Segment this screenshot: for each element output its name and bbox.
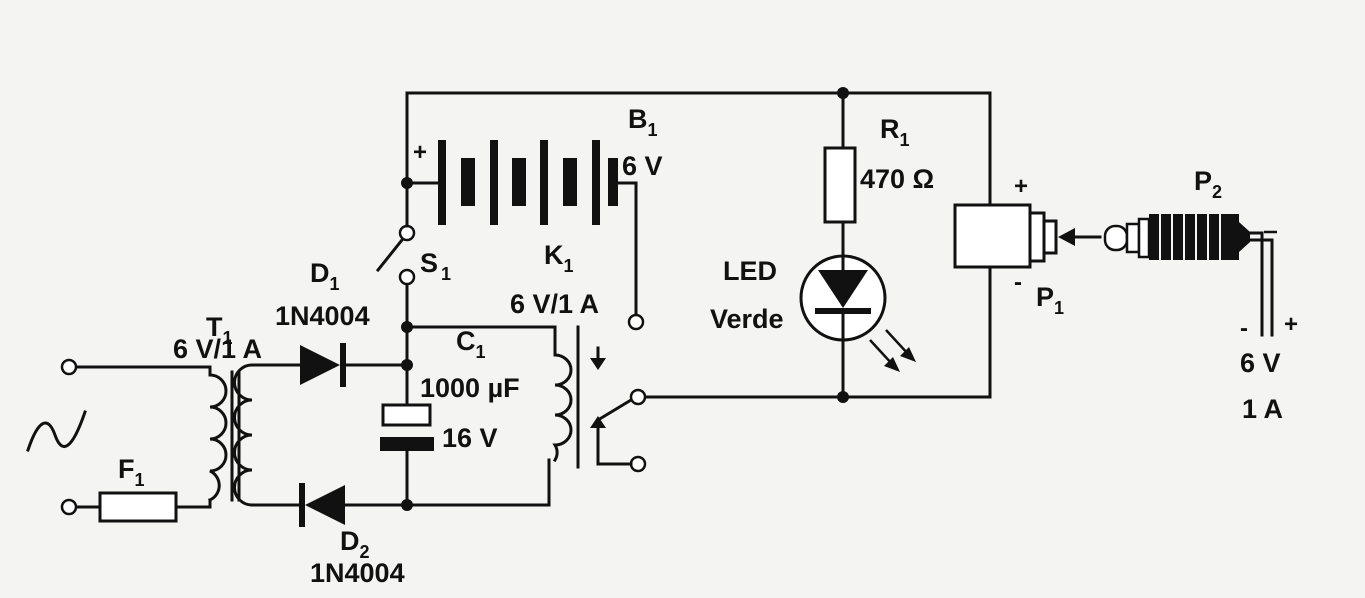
c1-voltage: 16 V — [442, 423, 498, 453]
svg-text:F1: F1 — [118, 454, 145, 490]
transformer-icon — [208, 373, 228, 502]
svg-text:P2: P2 — [1194, 166, 1222, 202]
p1-plus: + — [1014, 173, 1028, 200]
svg-text:C1: C1 — [456, 326, 486, 362]
plug-icon — [1103, 214, 1277, 337]
k1-rating: 6 V/1 A — [510, 289, 599, 319]
capacitor-c1: C1 1000 µF 16 V — [380, 326, 520, 453]
switch-icon — [375, 237, 405, 273]
diode-icon — [300, 345, 340, 385]
d2-part: 1N4004 — [310, 558, 405, 588]
svg-text:T1: T1 — [206, 312, 233, 348]
svg-text:S1: S1 — [420, 248, 451, 284]
resistor-r1: R1 470 Ω — [823, 114, 934, 224]
jack-icon — [953, 203, 1032, 269]
ac-terminal-bottom — [60, 498, 78, 516]
p2-voltage: 6 V — [1240, 348, 1281, 378]
battery-icon — [438, 140, 618, 225]
diode-d1: D1 1N4004 — [275, 258, 370, 387]
svg-text:R1: R1 — [880, 114, 910, 150]
p2-current: 1 A — [1242, 394, 1283, 424]
svg-text:D2: D2 — [340, 526, 370, 562]
plug-p2: P2 - + 6 V 1 A — [1103, 166, 1298, 424]
b1-rating: 6 V — [622, 151, 663, 181]
svg-text:K1: K1 — [544, 240, 574, 276]
battery-plus: + — [413, 139, 427, 166]
p2-plus: + — [1284, 311, 1298, 338]
ac-source-icon — [26, 410, 87, 452]
capacitor-icon — [381, 403, 432, 427]
svg-text:P1: P1 — [1036, 282, 1064, 318]
jack-p1: + - P1 — [953, 173, 1102, 318]
svg-text:D1: D1 — [310, 258, 340, 294]
led-label: LED — [723, 256, 777, 286]
led-green: LED Verde — [710, 253, 916, 372]
ac-terminal-top — [60, 358, 78, 376]
relay-k1: K1 6 V/1 A — [510, 240, 647, 473]
p1-minus: - — [1014, 269, 1022, 296]
c1-capacitance: 1000 µF — [420, 373, 520, 403]
resistor-icon — [823, 146, 857, 224]
diode-icon — [305, 485, 345, 525]
led-color: Verde — [710, 304, 784, 334]
t1-rating: 6 V/1 A — [173, 334, 262, 364]
ac-source — [26, 358, 87, 516]
diode-d2: D2 1N4004 — [299, 483, 405, 588]
fuse-icon — [98, 491, 178, 523]
battery-b1: + B1 6 V — [413, 104, 663, 225]
svg-text:B1: B1 — [628, 104, 658, 140]
junctions — [401, 87, 849, 511]
r1-resistance: 470 Ω — [860, 164, 934, 194]
relay-icon — [552, 353, 573, 463]
d1-part: 1N4004 — [275, 301, 370, 331]
fuse-f1: F1 — [98, 454, 178, 523]
transformer-t1: T1 6 V/1 A — [173, 312, 262, 507]
p2-minus: - — [1240, 315, 1248, 342]
